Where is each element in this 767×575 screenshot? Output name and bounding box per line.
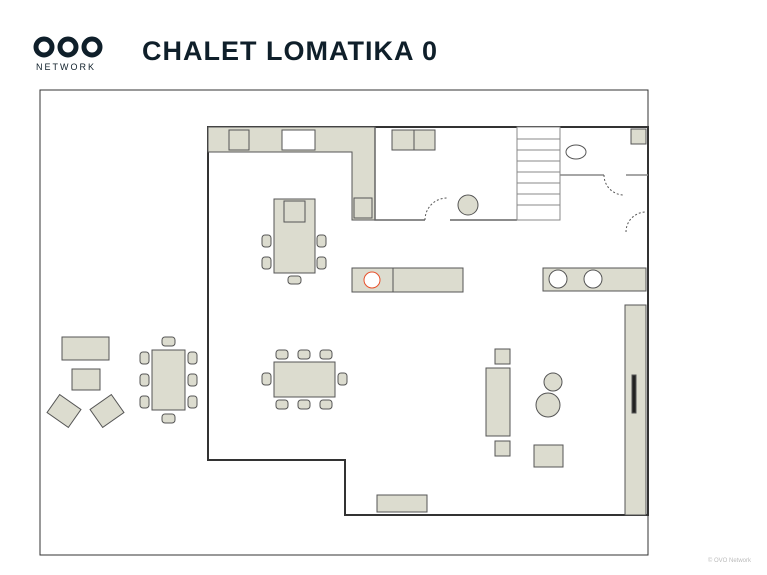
boiler-icon: [457, 194, 479, 216]
outdoor-armchair: [89, 393, 125, 429]
staircase: [516, 126, 561, 221]
books-icon: [548, 269, 568, 289]
cooktop: [283, 200, 306, 223]
armchair: [533, 444, 564, 468]
dryer-icon: [413, 129, 436, 151]
sink: [281, 129, 316, 151]
bathroom-sink-icon: [630, 128, 647, 145]
washer-icon: [391, 129, 415, 151]
page-title: CHALET LOMATIKA 0: [142, 36, 438, 66]
kitchen-island: [273, 198, 316, 274]
dining-table: [273, 361, 336, 398]
radiator: [376, 494, 428, 513]
toilet-icon: [565, 144, 587, 160]
dining-chairs: [261, 349, 348, 410]
tv: [631, 374, 637, 414]
water-icon: [228, 129, 250, 151]
outdoor-armchair: [46, 393, 82, 429]
side-table: [543, 372, 563, 392]
sofa: [485, 367, 511, 437]
dishwasher-icon: [353, 197, 373, 219]
outdoor-table-small: [71, 368, 101, 391]
outdoor-table: [151, 349, 186, 411]
ottoman: [494, 348, 511, 365]
coffee-table: [535, 392, 561, 418]
fire-icon: [363, 271, 381, 289]
door-arc: [603, 174, 625, 196]
logo-text: NETWORK: [36, 62, 96, 72]
ovo-logo: [33, 36, 103, 58]
books-icon: [583, 269, 603, 289]
island-stools: [261, 234, 327, 285]
utility-room-walls: [374, 127, 517, 221]
outdoor-chairs: [139, 336, 198, 424]
door-arc: [424, 197, 448, 221]
outdoor-sofa: [61, 336, 110, 361]
ottoman: [494, 440, 511, 457]
building-floor: [207, 126, 649, 516]
copyright-credit: © OVO Network: [707, 558, 751, 564]
door-arc: [625, 211, 647, 233]
